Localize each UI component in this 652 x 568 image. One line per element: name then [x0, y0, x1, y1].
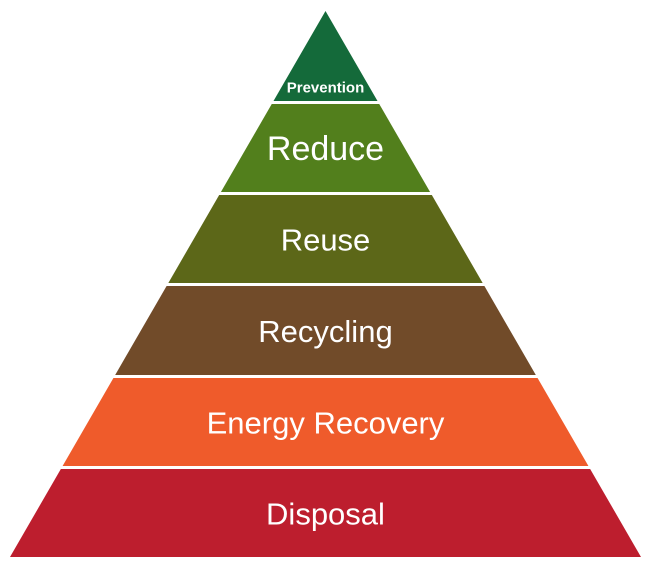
- tier-prevention: Prevention: [273, 11, 378, 101]
- tier-shape: [10, 469, 641, 557]
- tier-label: Reuse: [281, 223, 371, 258]
- tier-label: Reduce: [267, 130, 384, 168]
- tier-label: Energy Recovery: [207, 406, 445, 441]
- tier-reuse: Reuse: [168, 195, 483, 283]
- tier-energy-recovery: Energy Recovery: [62, 378, 589, 466]
- tier-recycling: Recycling: [115, 286, 536, 375]
- tier-label: Prevention: [287, 80, 365, 97]
- tier-shape: [115, 286, 536, 375]
- tier-label: Disposal: [266, 497, 385, 532]
- tier-label: Recycling: [258, 314, 392, 349]
- tier-shape: [62, 378, 589, 466]
- tier-shape: [168, 195, 483, 283]
- tier-reduce: Reduce: [220, 104, 431, 192]
- tier-disposal: Disposal: [10, 469, 641, 557]
- tier-shape: [273, 11, 378, 101]
- tier-shape: [220, 104, 431, 192]
